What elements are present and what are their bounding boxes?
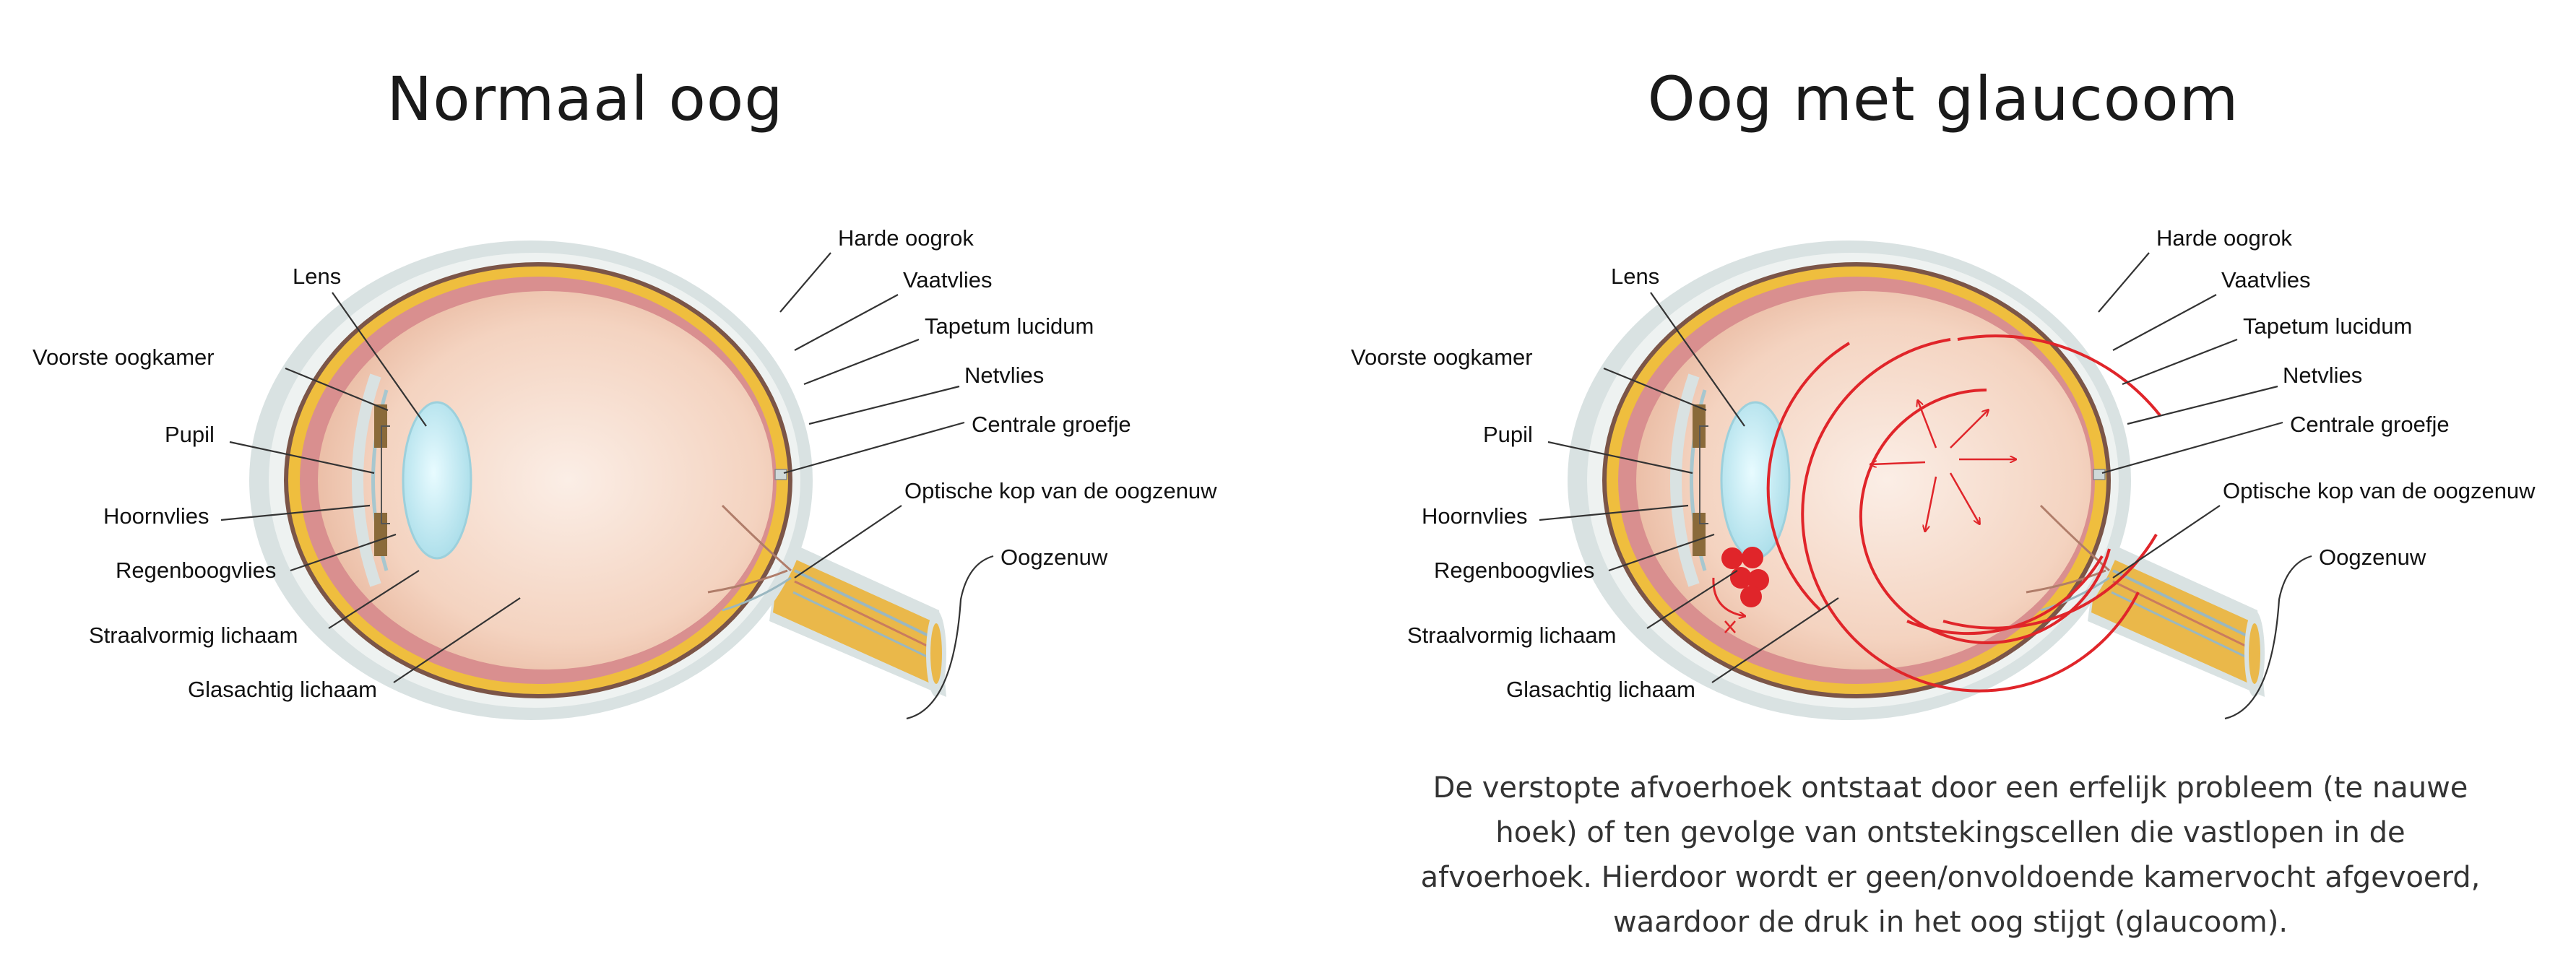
label-straalvormig-lichaam: Straalvormig lichaam xyxy=(1407,623,1616,648)
title-glaucoma-eye: Oog met glaucoom xyxy=(1647,64,2239,134)
label-optische-kop: Optische kop van de oogzenuw xyxy=(904,478,1217,503)
normal-eye-labels: Harde oogrok Vaatvlies Tapetum lucidum N… xyxy=(33,225,1217,720)
label-netvlies: Netvlies xyxy=(964,363,1044,388)
label-regenboogvlies: Regenboogvlies xyxy=(1434,558,1594,583)
normal-eye xyxy=(249,240,946,720)
label-oogzenuw: Oogzenuw xyxy=(2319,545,2426,570)
label-lens: Lens xyxy=(293,264,341,289)
glaucoma-explanation: De verstopte afvoerhoek ontstaat door ee… xyxy=(1420,771,2481,939)
label-optische-kop: Optische kop van de oogzenuw xyxy=(2223,478,2536,503)
title-normal-eye: Normaal oog xyxy=(386,64,784,134)
label-tapetum-lucidum: Tapetum lucidum xyxy=(2243,313,2412,339)
label-glasachtig-lichaam: Glasachtig lichaam xyxy=(188,677,377,702)
label-tapetum-lucidum: Tapetum lucidum xyxy=(925,313,1094,339)
glaucoma-eye xyxy=(1568,240,2265,720)
label-vaatvlies: Vaatvlies xyxy=(2221,267,2311,292)
label-vaatvlies: Vaatvlies xyxy=(903,267,993,292)
label-oogzenuw: Oogzenuw xyxy=(1000,545,1108,570)
label-hoornvlies: Hoornvlies xyxy=(103,503,209,529)
label-centrale-groefje: Centrale groefje xyxy=(972,412,1131,437)
label-voorste-oogkamer: Voorste oogkamer xyxy=(33,344,215,370)
label-regenboogvlies: Regenboogvlies xyxy=(116,558,276,583)
label-centrale-groefje: Centrale groefje xyxy=(2290,412,2450,437)
label-harde-oogrok: Harde oogrok xyxy=(2156,225,2292,251)
label-harde-oogrok: Harde oogrok xyxy=(838,225,974,251)
label-lens: Lens xyxy=(1611,264,1659,289)
label-voorste-oogkamer: Voorste oogkamer xyxy=(1351,344,1533,370)
label-glasachtig-lichaam: Glasachtig lichaam xyxy=(1506,677,1695,702)
label-hoornvlies: Hoornvlies xyxy=(1422,503,1527,529)
glaucoma-eye-labels: Harde oogrok Vaatvlies Tapetum lucidum N… xyxy=(1351,225,2536,720)
label-pupil: Pupil xyxy=(165,422,215,447)
label-netvlies: Netvlies xyxy=(2283,363,2362,388)
pressure-arrows xyxy=(1871,401,2015,531)
label-pupil: Pupil xyxy=(1483,422,1533,447)
label-straalvormig-lichaam: Straalvormig lichaam xyxy=(89,623,298,648)
